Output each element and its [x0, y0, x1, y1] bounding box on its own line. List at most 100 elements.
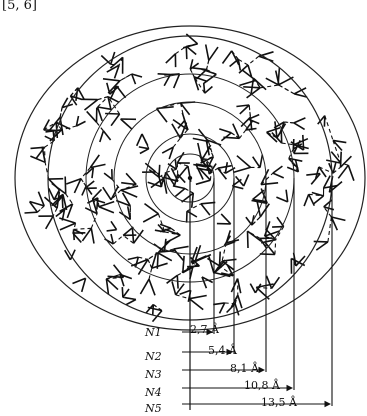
shell-label-n5: N5	[144, 402, 162, 415]
molecule-bond	[316, 242, 328, 250]
distance-label-1: 2,7 Å	[190, 322, 220, 336]
hydrogen-bond-link	[173, 138, 180, 147]
molecule-bond	[294, 123, 305, 129]
hydrogen-bond-link	[37, 206, 44, 212]
hydrogen-bond-link	[275, 240, 276, 255]
molecule-bond	[341, 152, 342, 168]
molecule-bond	[223, 51, 232, 64]
molecule-bond	[46, 216, 53, 229]
corner-citation: [5, 6]	[2, 0, 37, 13]
distance-label-2: 5,4 Å	[208, 343, 238, 357]
molecule-bond	[205, 87, 213, 94]
molecule-bond	[174, 74, 180, 88]
molecule-bond	[137, 134, 142, 146]
molecule-bond	[117, 86, 126, 98]
molecule-bond	[314, 196, 324, 204]
molecule-bond	[139, 147, 149, 149]
molecule-bond	[209, 47, 218, 60]
hydrogen-bond-link	[249, 105, 250, 117]
molecule-bond	[166, 235, 181, 243]
molecule-bond	[213, 303, 225, 305]
molecule-bond	[233, 167, 250, 172]
molecule-bond	[99, 207, 114, 213]
molecule-bond	[175, 159, 176, 169]
molecule-bond	[157, 109, 167, 123]
molecule-bond	[123, 227, 133, 235]
molecule-bond	[65, 177, 66, 194]
molecule-bond	[237, 156, 251, 168]
molecule-bond	[272, 277, 280, 288]
molecule-bond	[209, 256, 214, 273]
molecule-bond	[273, 173, 284, 178]
molecule-bond	[294, 118, 306, 123]
molecule-bond	[341, 156, 352, 167]
molecule-bond	[235, 304, 239, 316]
molecule-bond	[31, 147, 45, 148]
molecule-bond	[243, 87, 260, 88]
molecule-bond	[135, 257, 138, 267]
molecule-bond	[233, 124, 240, 139]
shell-label-n4: N4	[144, 386, 162, 399]
distance-scale	[182, 178, 332, 410]
molecule-bond	[104, 173, 112, 179]
molecule-bond	[219, 129, 231, 133]
molecule-bond	[60, 223, 76, 230]
hydrogen-bond-link	[248, 56, 259, 65]
hydrogen-bond-link	[66, 194, 73, 204]
molecule-bond	[238, 295, 242, 308]
molecule-bond	[166, 54, 176, 63]
hydrogen-bond-link	[148, 259, 152, 268]
molecule-bond	[126, 300, 136, 305]
hydrogen-bond-link	[138, 257, 148, 259]
molecule-bond	[103, 131, 110, 140]
molecule-bond	[145, 204, 159, 214]
molecule-bond	[85, 100, 98, 110]
molecule-bond	[122, 287, 123, 297]
hydrogen-bond-link	[98, 97, 108, 100]
molecule-bond	[260, 254, 275, 255]
molecule-bond	[82, 186, 86, 195]
molecule-bond	[121, 119, 133, 129]
hydrogen-bond-link	[113, 235, 123, 244]
molecule-bond	[178, 174, 186, 182]
molecule-bond	[143, 214, 158, 222]
molecule-bond	[25, 212, 38, 213]
hydrogen-bond-link	[279, 85, 294, 94]
molecule-bond	[105, 114, 120, 115]
molecule-bond	[107, 230, 117, 231]
molecule-bond	[178, 166, 188, 178]
molecule-bond	[98, 107, 103, 121]
molecule-bond	[183, 256, 184, 273]
molecule-bond	[44, 130, 56, 131]
molecule-bond	[236, 176, 244, 186]
hydrogen-bond-link	[53, 208, 57, 216]
hydrogen-bond-link	[98, 97, 109, 107]
hydrogen-bond-link	[240, 130, 246, 138]
molecule-bond	[100, 131, 104, 142]
molecule-bond	[140, 149, 149, 154]
molecule-bond	[186, 46, 187, 59]
shell-label-n1: N1	[144, 326, 162, 339]
molecule-bond	[103, 79, 120, 81]
hydrogen-bond-link	[284, 122, 294, 123]
molecule-bond	[324, 176, 331, 188]
molecule-bond	[174, 246, 189, 249]
shell-label-n2: N2	[144, 350, 162, 363]
molecule-bond	[103, 187, 111, 200]
molecule-bond	[201, 202, 215, 203]
molecule-bond	[140, 279, 149, 294]
molecule-bond	[201, 204, 210, 215]
molecule-bond	[314, 241, 328, 242]
molecule-bond	[247, 88, 261, 98]
molecule-bond	[174, 249, 184, 261]
molecule-bond	[348, 165, 354, 181]
molecule-bond	[87, 111, 97, 122]
molecule-bond	[172, 281, 176, 294]
molecule-bond	[187, 211, 197, 217]
molecule-bond	[198, 143, 202, 160]
molecule-bond	[218, 166, 232, 169]
molecule-bond	[59, 218, 75, 223]
molecule-bond	[175, 189, 185, 197]
molecule-bond	[260, 204, 269, 217]
